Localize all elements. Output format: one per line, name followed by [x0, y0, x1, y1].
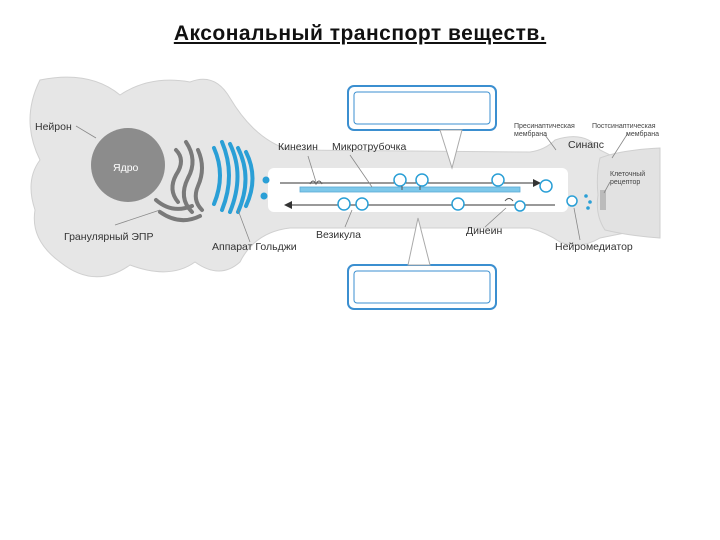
- vesicle: [539, 179, 553, 193]
- label-presynaptic-line2: мембрана: [514, 130, 547, 138]
- label-synapse: Синапс: [568, 139, 604, 151]
- label-nucleus: Ядро: [113, 162, 139, 174]
- vesicle: [514, 200, 526, 212]
- label-vesicle: Везикула: [316, 229, 361, 241]
- neurotransmitter-dots: [584, 194, 592, 210]
- vesicles-top: [393, 173, 578, 207]
- label-receptor-line1: Клеточный: [610, 170, 645, 178]
- vesicle: [566, 195, 578, 207]
- label-kinesin: Кинезин: [278, 141, 318, 153]
- label-receptor-line2: рецептор: [610, 179, 640, 186]
- motor-proteins: [309, 180, 514, 202]
- vesicle: [415, 173, 429, 187]
- label-neurotransmitter: Нейромедиатор: [555, 241, 633, 253]
- label-presynaptic-line1: Пресинаптическая: [514, 123, 575, 130]
- kinesin-motor: [309, 180, 323, 186]
- label-golgi: Аппарат Гольджи: [212, 241, 297, 253]
- label-granular-er: Гранулярный ЭПР: [64, 231, 153, 243]
- vesicle: [491, 173, 505, 187]
- label-dynein: Динеин: [466, 225, 502, 237]
- label-neuron: Нейрон: [35, 121, 72, 133]
- leader-lines: [75, 125, 629, 243]
- callout-bottom: [347, 217, 497, 310]
- label-postsynaptic-line2: мембрана: [626, 130, 659, 138]
- granular-er-shape: [154, 140, 204, 223]
- postsynaptic-cell-shape: [596, 147, 661, 239]
- label-microtubule: Микротрубочка: [332, 141, 406, 153]
- golgi-shape: [212, 140, 270, 214]
- vesicle: [451, 197, 465, 211]
- microtubule-shape: [299, 186, 521, 193]
- kinesin-motor: [401, 186, 421, 190]
- vesicles-bottom: [337, 197, 526, 212]
- page-title: Аксональный транспорт веществ.: [173, 22, 547, 45]
- dynein-motor: [504, 198, 514, 202]
- label-postsynaptic-line1: Постсинаптическая: [592, 123, 656, 130]
- nucleus-shape: [91, 128, 165, 202]
- vesicle: [355, 197, 369, 211]
- vesicle: [337, 197, 351, 211]
- callout-top: [347, 85, 497, 170]
- vesicle: [393, 173, 407, 187]
- cell-receptor-shape: [600, 190, 606, 210]
